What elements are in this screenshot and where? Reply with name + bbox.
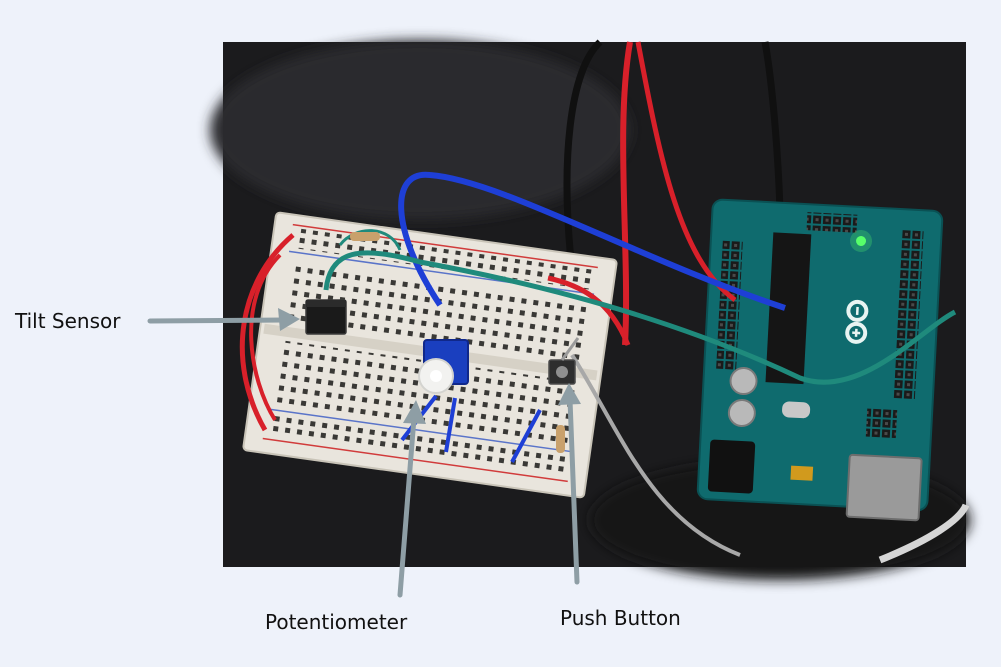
- potentiometer-label: Potentiometer: [265, 610, 408, 634]
- arduino-logo-icon: [845, 299, 869, 344]
- blue-jumper-2: [444, 397, 457, 453]
- push-button-label: Push Button: [560, 606, 681, 630]
- white-cable: [878, 503, 970, 564]
- black-wire-left: [563, 39, 603, 271]
- icsp-header: [865, 407, 898, 440]
- crystal: [782, 401, 811, 419]
- arduino-board: [696, 198, 944, 522]
- push-button-arrow: [558, 383, 581, 585]
- green-wire-loop: [338, 229, 402, 251]
- power-jack: [707, 439, 756, 494]
- capacitor-1: [729, 367, 758, 396]
- resistor-top: [350, 232, 380, 241]
- rail-holes-top: [293, 228, 594, 290]
- capacitor-2: [727, 398, 756, 427]
- tilt-sensor-arrow: [147, 308, 300, 331]
- red-wire-left-inner: [249, 253, 282, 422]
- photo-highlight: [210, 40, 630, 220]
- terminal-holes-upper: [283, 260, 589, 364]
- top-header: [806, 212, 858, 233]
- microcontroller-chip: [765, 232, 812, 385]
- potentiometer-icon: [418, 339, 469, 394]
- power-header: [716, 239, 743, 371]
- rail-line-top-red: [292, 223, 598, 269]
- rail-holes-bottom: [267, 413, 568, 475]
- potentiometer-arrow: [397, 400, 426, 598]
- terminal-holes-lower: [271, 340, 578, 444]
- gray-wire: [570, 353, 741, 557]
- digital-header: [892, 229, 924, 401]
- red-wire-jumper: [547, 275, 631, 346]
- black-wire-right: [761, 41, 784, 211]
- red-wire-left-outer: [239, 233, 295, 432]
- blue-jumper-3: [510, 409, 542, 463]
- usb-port: [845, 453, 923, 522]
- green-wire: [323, 250, 957, 385]
- green-led: [856, 235, 867, 246]
- rail-line-bottom-red: [262, 437, 568, 483]
- resistor-bottom: [556, 425, 565, 453]
- voltage-regulator: [790, 465, 814, 481]
- tilt-sensor-icon: [305, 299, 347, 335]
- red-wire-top: [620, 41, 633, 346]
- green-led-glow: [850, 229, 873, 252]
- blue-wire-arch: [398, 171, 786, 311]
- push-button-icon: [548, 337, 580, 385]
- tilt-sensor-label: Tilt Sensor: [14, 309, 121, 333]
